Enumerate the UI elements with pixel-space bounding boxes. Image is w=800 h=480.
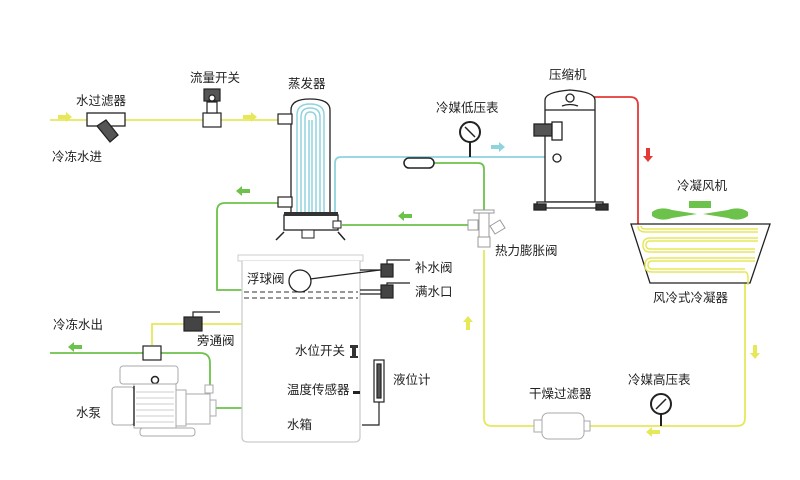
evaporator[interactable]: [275, 98, 346, 241]
label-chilled-water-in: 冷冻水进: [52, 149, 103, 164]
label-water-tank: 水箱: [287, 417, 313, 432]
label-water-filter: 水过滤器: [76, 93, 127, 108]
label-low-pressure-gauge: 冷媒低压表: [436, 100, 499, 115]
pipe-liquid: [483, 250, 746, 427]
float-valve-icon[interactable]: [288, 269, 381, 293]
pipe-chilled-water-out: [50, 352, 211, 385]
label-dryer-filter: 干燥过滤器: [529, 386, 592, 401]
level-gauge-icon: [362, 359, 385, 426]
temp-sensor-icon: [353, 391, 360, 394]
label-bypass-valve: 旁通阀: [197, 333, 235, 348]
water-tank[interactable]: [237, 254, 364, 443]
level-switch-icon: [350, 345, 358, 358]
label-float-valve: 浮球阀: [247, 271, 285, 286]
low-pressure-gauge-icon: [459, 121, 481, 157]
expansion-valve-icon[interactable]: [467, 209, 506, 248]
label-high-pressure-gauge: 冷媒高压表: [628, 372, 691, 387]
water-pump[interactable]: [111, 365, 217, 437]
label-condenser-fan: 冷凝风机: [677, 178, 728, 193]
overflow-valve-icon[interactable]: [360, 282, 410, 299]
arrow-icon: [491, 142, 505, 152]
arrow-icon: [398, 211, 412, 221]
bypass-valve-icon[interactable]: [183, 311, 220, 332]
pipe-bypass: [151, 323, 245, 345]
flow-switch-icon[interactable]: [202, 88, 222, 128]
label-flow-switch: 流量开关: [190, 70, 241, 85]
arrow-icon: [58, 112, 72, 122]
label-chilled-water-out: 冷冻水出: [53, 317, 104, 332]
arrow-icon: [646, 427, 660, 437]
arrows-yellow: [58, 112, 760, 437]
pipe-evap-to-tank: [216, 202, 282, 291]
label-overflow: 满水口: [415, 284, 453, 299]
label-compressor: 压缩机: [549, 67, 587, 82]
arrow-icon: [750, 345, 760, 359]
label-expansion-valve: 热力膨胀阀: [495, 243, 558, 258]
arrow-icon: [463, 316, 473, 330]
arrow-icon: [236, 186, 250, 196]
label-level-gauge: 液位计: [393, 372, 431, 387]
arrow-icon: [68, 342, 82, 352]
label-evaporator: 蒸发器: [288, 76, 326, 91]
sight-glass: [403, 157, 435, 169]
label-air-cooled-condenser: 风冷式冷凝器: [653, 290, 729, 305]
label-level-switch: 水位开关: [295, 343, 346, 358]
condenser-fan-icon: [652, 201, 748, 220]
outlet-tee-icon: [142, 345, 162, 361]
pipe-suction: [334, 156, 555, 215]
arrow-icon: [643, 148, 653, 162]
water-filter-icon[interactable]: [86, 112, 126, 143]
makeup-valve-icon[interactable]: [360, 259, 410, 278]
pipe-expansion-sensing: [430, 162, 485, 212]
air-cooled-condenser[interactable]: [630, 223, 771, 285]
label-temp-sensor: 温度传感器: [287, 382, 350, 397]
label-makeup-valve: 补水阀: [415, 260, 453, 275]
label-water-pump: 水泵: [76, 405, 102, 420]
arrows-green: [68, 186, 412, 352]
pipe-discharge: [570, 96, 639, 230]
arrow-icon: [243, 112, 257, 122]
compressor[interactable]: [533, 89, 609, 211]
